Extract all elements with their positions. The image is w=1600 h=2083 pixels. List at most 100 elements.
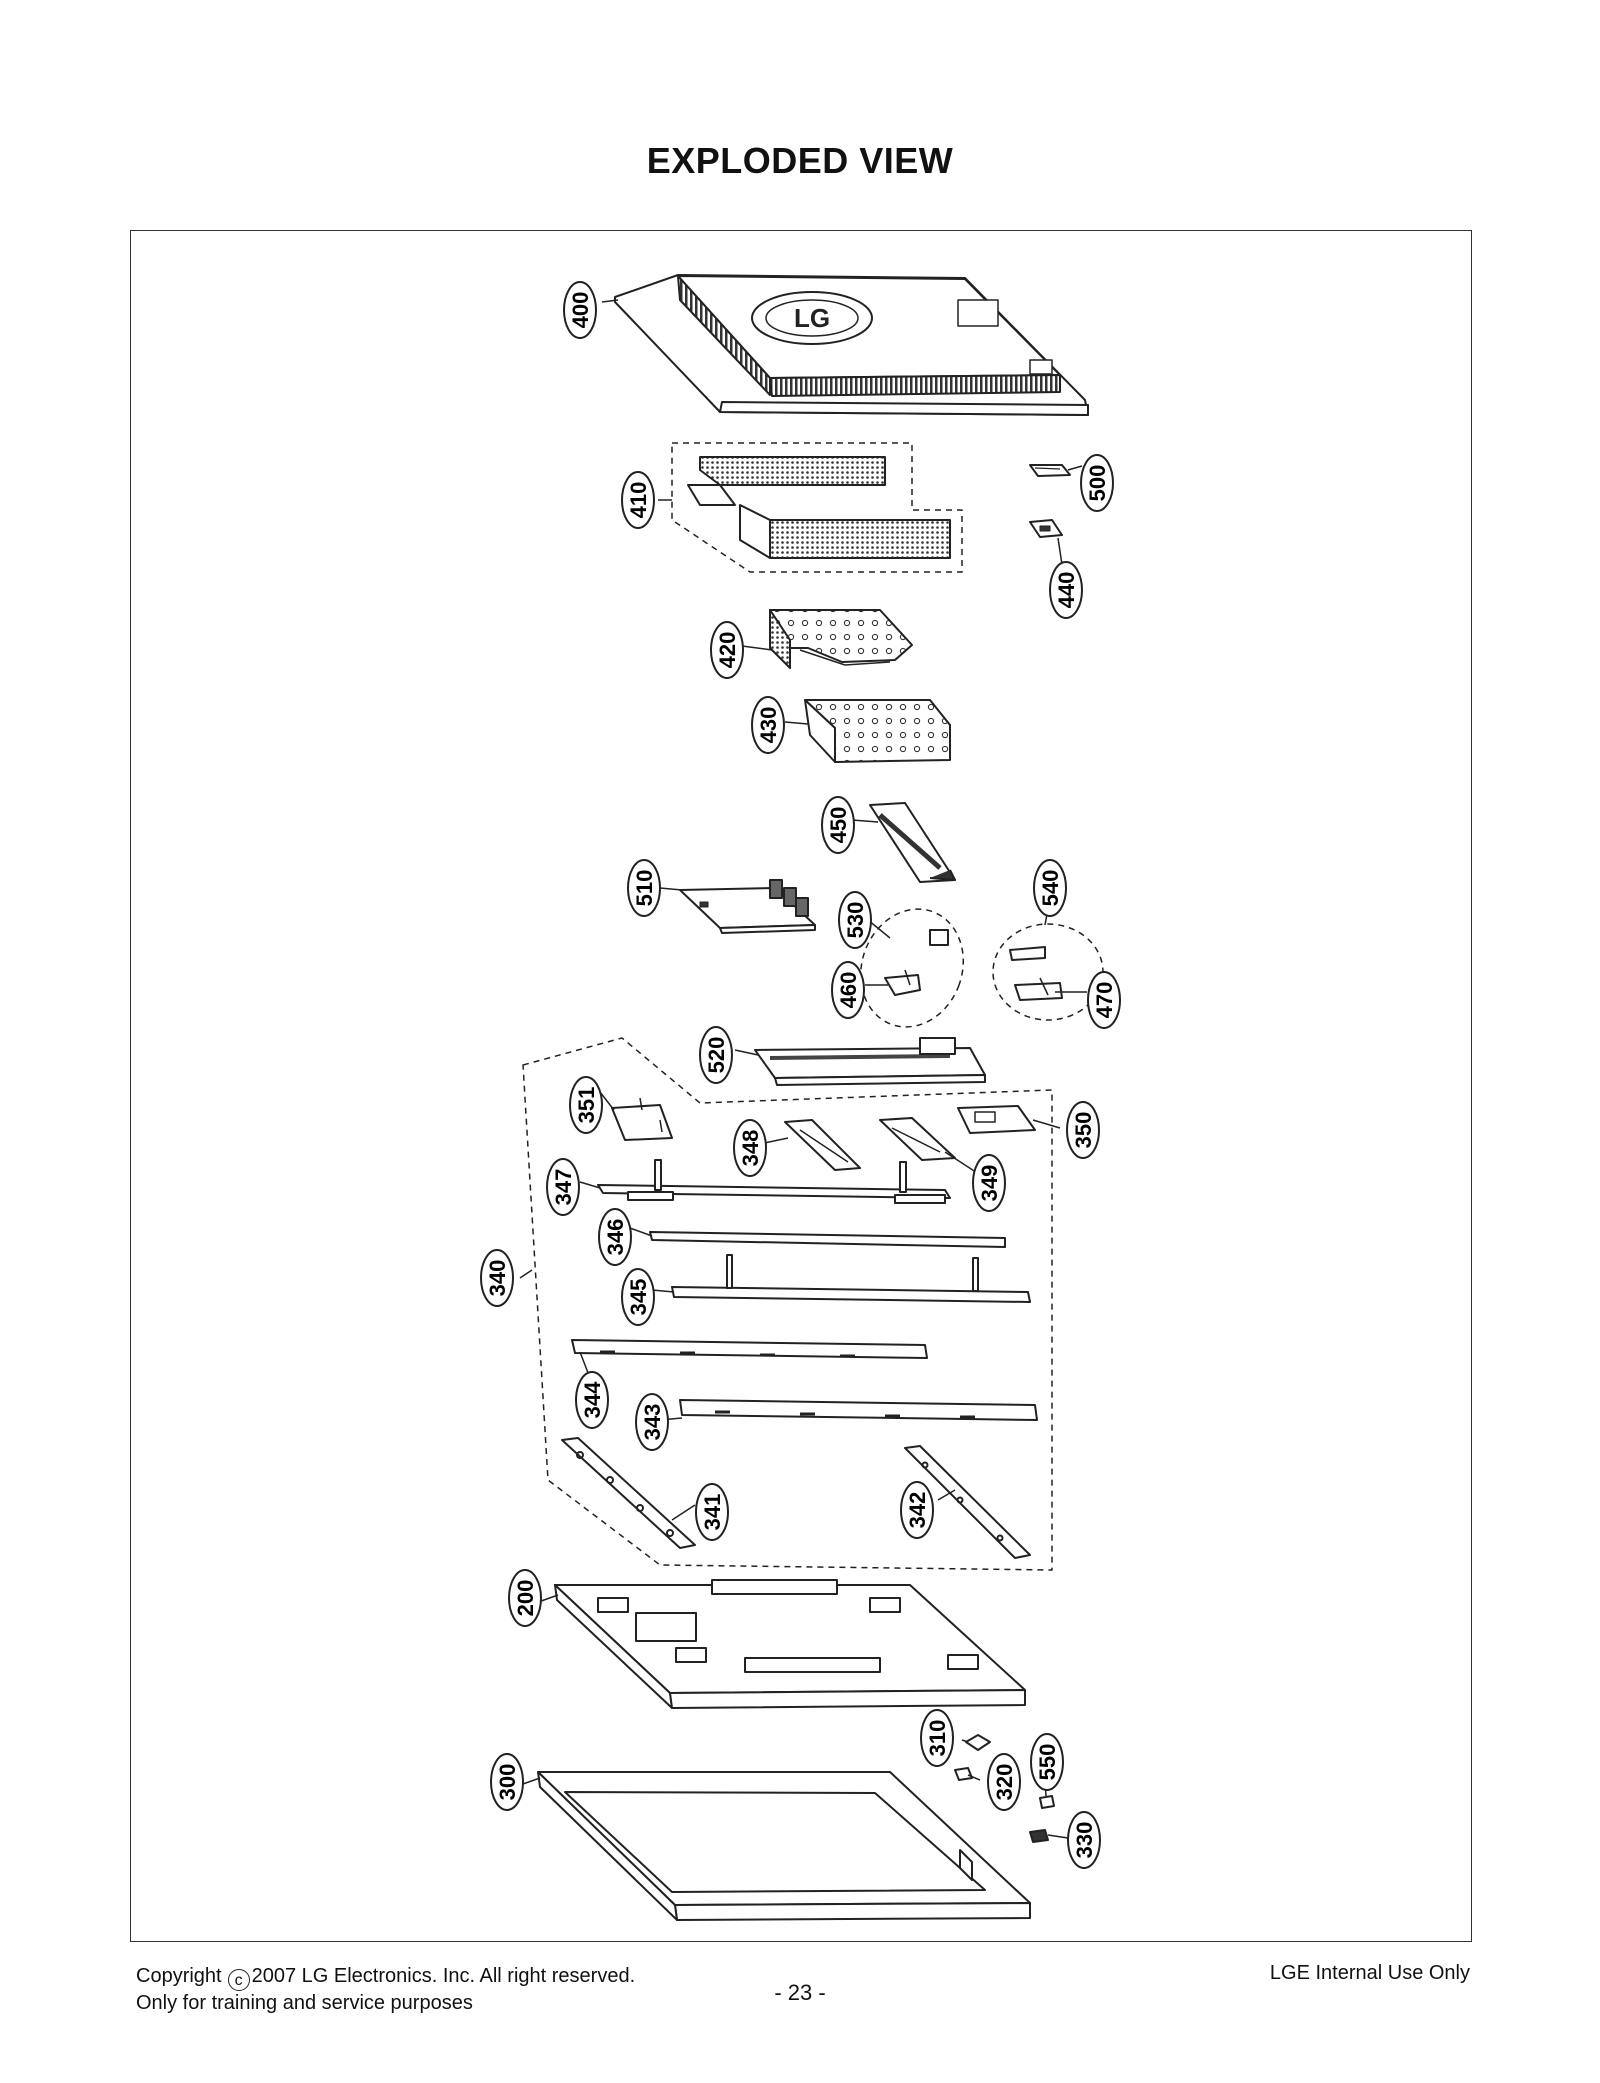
svg-text:520: 520 — [704, 1037, 729, 1074]
callout-320: 320 — [987, 1753, 1021, 1811]
svg-text:346: 346 — [603, 1219, 628, 1256]
callout-346: 346 — [598, 1208, 632, 1266]
part-500-bracket — [1029, 464, 1071, 477]
callout-310: 310 — [920, 1709, 954, 1767]
svg-text:510: 510 — [632, 870, 657, 907]
callout-330: 330 — [1067, 1811, 1101, 1869]
svg-text:340: 340 — [485, 1260, 510, 1297]
part-540-470-group — [992, 923, 1104, 1021]
callout-460: 460 — [831, 961, 865, 1019]
part-550-small — [1039, 1795, 1055, 1809]
callout-351: 351 — [569, 1076, 603, 1134]
part-530-460-group — [859, 908, 965, 1028]
callout-345: 345 — [621, 1268, 655, 1326]
lg-logo-text: LG — [794, 303, 830, 333]
svg-text:310: 310 — [925, 1720, 950, 1757]
svg-text:343: 343 — [640, 1404, 665, 1441]
part-351-bracket — [611, 1097, 673, 1141]
callout-350: 350 — [1066, 1101, 1100, 1159]
svg-text:347: 347 — [551, 1169, 576, 1206]
callout-530: 530 — [838, 891, 872, 949]
diagram-frame — [130, 230, 1472, 1942]
svg-text:470: 470 — [1092, 982, 1117, 1019]
callout-344: 344 — [575, 1371, 609, 1429]
callout-540: 540 — [1033, 859, 1067, 917]
callout-342: 342 — [900, 1481, 934, 1539]
callout-349: 349 — [972, 1154, 1006, 1212]
part-342-side-frame — [904, 1445, 1031, 1559]
part-400-back-cover: LG — [614, 274, 1089, 416]
callout-410: 410 — [621, 471, 655, 529]
part-520-power-board — [754, 1037, 986, 1086]
part-345-frame-bar — [671, 1254, 1031, 1303]
svg-text:430: 430 — [756, 707, 781, 744]
callout-430: 430 — [751, 696, 785, 754]
part-348-bracket — [784, 1119, 861, 1171]
callout-550: 550 — [1030, 1733, 1064, 1791]
part-200-lcd-module — [554, 1579, 1026, 1709]
callout-440: 440 — [1049, 561, 1083, 619]
part-350-bracket — [957, 1105, 1036, 1134]
part-310-small — [965, 1734, 991, 1751]
callout-400: 400 — [563, 281, 597, 339]
svg-text:500: 500 — [1085, 465, 1110, 502]
callout-200: 200 — [508, 1569, 542, 1627]
copyright-text: 2007 LG Electronics. Inc. All right rese… — [251, 1965, 636, 1987]
part-450-board — [869, 802, 956, 883]
part-347-frame-bar — [597, 1159, 951, 1204]
svg-text:345: 345 — [626, 1279, 651, 1316]
svg-text:300: 300 — [495, 1764, 520, 1801]
svg-text:410: 410 — [626, 482, 651, 519]
svg-text:342: 342 — [905, 1492, 930, 1529]
part-340-group-outline — [522, 1037, 1053, 1571]
svg-text:420: 420 — [715, 632, 740, 669]
callout-520: 520 — [699, 1026, 733, 1084]
svg-text:349: 349 — [977, 1165, 1002, 1202]
part-341-side-frame — [561, 1437, 696, 1549]
part-349-bracket — [879, 1117, 956, 1161]
callout-470: 470 — [1087, 971, 1121, 1029]
svg-text:330: 330 — [1072, 1822, 1097, 1859]
page-number: - 23 - — [774, 1980, 826, 2005]
copyright-prefix: Copyright — [136, 1965, 222, 1987]
svg-text:530: 530 — [843, 902, 868, 939]
svg-text:400: 400 — [568, 292, 593, 329]
svg-text:450: 450 — [826, 807, 851, 844]
callout-348: 348 — [733, 1119, 767, 1177]
part-510-main-board — [679, 879, 816, 934]
part-410-speakers — [671, 442, 963, 573]
part-330-small — [1029, 1829, 1049, 1843]
exploded-view-diagram: LG — [480, 274, 1121, 1921]
part-300-front-bezel — [537, 1771, 1031, 1921]
svg-text:351: 351 — [574, 1087, 599, 1124]
callout-343: 343 — [635, 1393, 669, 1451]
copyright-symbol: c — [227, 1969, 250, 1991]
callout-450: 450 — [821, 796, 855, 854]
svg-text:540: 540 — [1038, 870, 1063, 907]
callout-347: 347 — [546, 1158, 580, 1216]
purpose-text: Only for training and service purposes — [136, 1992, 473, 2014]
svg-text:550: 550 — [1035, 1744, 1060, 1781]
part-440-bracket — [1029, 519, 1063, 538]
svg-text:440: 440 — [1054, 572, 1079, 609]
part-344-side-frame — [571, 1339, 928, 1359]
internal-use-note: LGE Internal Use Only — [1269, 1962, 1470, 1984]
page-title: EXPLODED VIEW — [646, 140, 954, 181]
part-320-small — [954, 1767, 973, 1781]
part-420-shield — [769, 609, 913, 669]
svg-text:200: 200 — [513, 1580, 538, 1617]
part-343-side-frame — [679, 1399, 1038, 1421]
svg-text:350: 350 — [1071, 1112, 1096, 1149]
callout-300: 300 — [490, 1753, 524, 1811]
callouts: 400 410 500 440 420 430 450 510 530 540 … — [480, 281, 1121, 1869]
callout-510: 510 — [627, 859, 661, 917]
svg-text:341: 341 — [700, 1494, 725, 1531]
callout-500: 500 — [1080, 454, 1114, 512]
callout-420: 420 — [710, 621, 744, 679]
callout-341: 341 — [695, 1483, 729, 1541]
svg-text:320: 320 — [992, 1764, 1017, 1801]
svg-text:344: 344 — [580, 1381, 605, 1418]
part-346-frame-bar — [649, 1231, 1006, 1248]
part-430-shield — [804, 699, 951, 763]
